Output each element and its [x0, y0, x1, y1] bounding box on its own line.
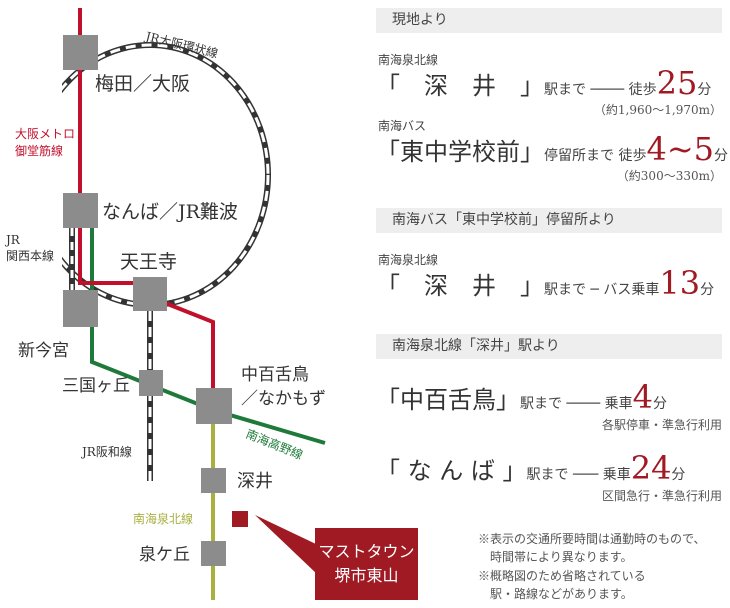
site-callout: マストタウン 堺市東山	[315, 528, 418, 600]
label-nakamozu: 中百舌鳥	[241, 365, 309, 385]
footnote: ※表示の交通所要時間は通勤時のもので、	[478, 532, 706, 546]
unit: 分	[713, 148, 728, 164]
station-izumigaoka	[201, 541, 226, 566]
section-header-from-site: 現地より	[376, 8, 722, 33]
midosuji-line	[78, 8, 135, 285]
to-label: 駅まで	[520, 396, 562, 412]
label-umeda: 梅田／大阪	[95, 73, 190, 95]
station-name: 「 深 井 」	[376, 72, 544, 100]
station-nakamozu	[196, 388, 232, 424]
distance-note: （約1,960～1,970m）	[593, 103, 722, 117]
label-shinimamiya: 新今宮	[18, 341, 69, 361]
unit: 分	[697, 82, 712, 98]
distance-note: （約300～330m）	[616, 169, 722, 183]
label-senboku: 南海泉北線	[133, 511, 193, 526]
label-fukai: 深井	[237, 471, 273, 492]
route-row: 「 深 井 」駅まで ──── 徒歩25分	[376, 64, 712, 102]
label-kansai-2: 関西本線	[6, 248, 54, 263]
footnote: 時間帯により異なります。	[478, 550, 633, 564]
site-marker	[232, 511, 248, 527]
time-value: 25	[656, 64, 698, 102]
time-value: 4~5	[646, 130, 714, 168]
station-mikunigaoka	[139, 370, 163, 396]
unit: 分	[671, 467, 686, 483]
label-mikunigaoka: 三国ヶ丘	[62, 376, 130, 396]
mode-label: 乗車	[604, 396, 633, 412]
label-hanwa: JR阪和線	[80, 444, 132, 459]
to-label: 停留所まで	[544, 148, 614, 164]
to-label: 駅まで	[544, 282, 586, 298]
route-row: 「東中学校前」停留所まで 徒歩4~5分	[376, 130, 728, 168]
time-value: 24	[630, 449, 672, 487]
unit: 分	[652, 396, 667, 412]
to-label: 駅まで	[526, 467, 569, 483]
site-name-2: 堺市東山	[334, 566, 399, 585]
station-umeda	[63, 35, 98, 70]
label-midosuji-1: 大阪メトロ	[15, 127, 75, 141]
section-header-from-bus-stop: 南海バス「東中学校前」停留所より	[376, 208, 722, 233]
line-name: 南海泉北線	[378, 253, 439, 267]
service-note: 区間急行・準急行利用	[601, 489, 722, 503]
unit: 分	[700, 282, 715, 298]
route-row: 「 な ん ば 」駅まで ─── 乗車24分	[376, 449, 686, 487]
midosuji-line-south	[164, 301, 215, 395]
mode-label: バス乗車	[603, 282, 660, 298]
label-midosuji-2: 御堂筋線	[15, 143, 63, 158]
line-name: 南海バス	[378, 119, 427, 133]
station-tennoji	[133, 277, 167, 311]
time-value: 13	[659, 264, 701, 302]
station-fukai	[201, 468, 226, 493]
station-name: 「中百舌鳥」	[376, 386, 520, 414]
label-kansai-1: JR	[4, 233, 21, 247]
label-izumigaoka: 泉ケ丘	[139, 545, 190, 565]
mode-label: 乗車	[602, 467, 631, 483]
service-note: 各駅停車・準急行利用	[601, 418, 722, 432]
section-header-from-fukai: 南海泉北線「深井」駅より	[376, 334, 722, 359]
route-row: 「 深 井 」駅まで ─ バス乗車13分	[376, 264, 715, 302]
to-label: 駅まで	[544, 82, 586, 98]
station-name: 「 深 井 」	[376, 272, 544, 300]
site-name-1: マストタウン	[318, 542, 415, 561]
label-loop-line: JR大阪環状線	[142, 28, 219, 61]
line-name: 南海泉北線	[378, 53, 439, 67]
callout-pointer	[255, 515, 318, 575]
mode-label: 徒歩	[628, 82, 657, 98]
label-namba: なんば／JR難波	[102, 201, 238, 223]
station-namba	[63, 193, 98, 228]
route-row: 「中百舌鳥」駅まで ──── 乗車4分	[376, 378, 667, 416]
label-koya: 南海高野線	[244, 426, 305, 462]
station-name: 「 な ん ば 」	[376, 457, 527, 485]
footnote: 駅・路線などがあります。	[478, 587, 633, 601]
station-shinimamiya	[63, 290, 98, 327]
label-tennoji: 天王寺	[120, 251, 177, 273]
label-nakamozu-hiragana: ／なかもず	[241, 389, 326, 409]
mode-label: 徒歩	[618, 148, 647, 164]
station-name: 「東中学校前」	[376, 138, 544, 166]
footnote: ※概略図のため省略されている	[478, 569, 646, 583]
time-value: 4	[632, 378, 653, 416]
